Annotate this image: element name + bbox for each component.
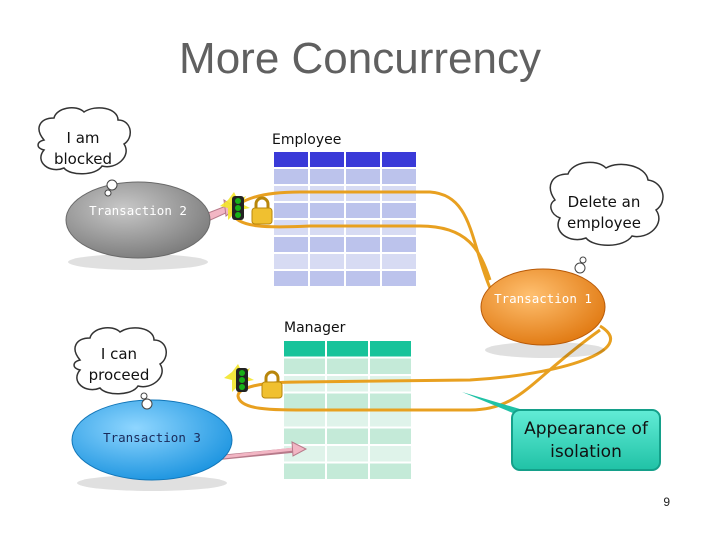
table-cell [284,411,325,427]
table-cell [327,463,368,479]
transaction-3-label: Transaction 3 [103,430,201,445]
employee-table [274,152,416,286]
page-number: 9 [663,495,670,509]
table-cell [327,428,368,444]
table-cell [284,428,325,444]
table-cell [370,428,411,444]
thought-cloud-t1 [549,161,664,246]
table-cell [346,169,380,184]
transaction-1-bubble [480,256,606,358]
table-cell [284,358,325,374]
table-cell [370,393,411,409]
table-cell [310,237,344,252]
table-cell [327,376,368,392]
table-cell [370,411,411,427]
table-cell [370,446,411,462]
table-cell [382,169,416,184]
thought-t2-text: I am blocked [53,129,112,168]
t3-arrow [213,441,308,461]
table-cell [346,237,380,252]
table-cell [346,254,380,269]
transaction-3-bubble [71,392,233,491]
manager-table [284,341,411,479]
isolation-callout-text: Appearance of isolation [524,419,648,462]
table-cell [327,358,368,374]
slide-title: More Concurrency [179,34,541,83]
table-cell [310,271,344,286]
table-cell [382,237,416,252]
thought-cloud-t2 [37,106,131,175]
table-cell [382,203,416,218]
table-cell [274,271,308,286]
isolation-callout [462,392,661,471]
table-cell [310,254,344,269]
table-header-cell [274,152,308,167]
table-header-cell [327,341,368,357]
table-header-cell [382,152,416,167]
padlock-icon [261,370,283,399]
table-cell [310,203,344,218]
table-cell [370,358,411,374]
table-cell [382,254,416,269]
table-cell [370,376,411,392]
table-cell [327,411,368,427]
table-cell [346,271,380,286]
table-cell [284,463,325,479]
table-cell [327,393,368,409]
table-cell [284,376,325,392]
table-cell [274,254,308,269]
table-header-cell [284,341,325,357]
table-header-cell [310,152,344,167]
thought-t1-text: Delete an employee [566,193,642,232]
manager-table-label: Manager [284,320,346,336]
lock-path-t1-manager [236,324,612,412]
table-header-cell [370,341,411,357]
table-cell [370,463,411,479]
table-cell [274,169,308,184]
padlock-icon [251,196,273,225]
transaction-2-label: Transaction 2 [89,203,187,218]
traffic-light-icon [224,364,254,392]
table-cell [274,237,308,252]
transaction-2-bubble [65,179,211,270]
transaction-1-label: Transaction 1 [494,291,592,306]
table-cell [327,446,368,462]
employee-table-label: Employee [272,132,342,148]
traffic-light-icon [220,192,250,220]
table-cell [382,271,416,286]
thought-t3-text: I can proceed [88,345,150,384]
table-cell [284,393,325,409]
thought-cloud-t3 [73,326,167,395]
table-cell [310,169,344,184]
table-cell [346,203,380,218]
table-header-cell [346,152,380,167]
table-cell [274,203,308,218]
